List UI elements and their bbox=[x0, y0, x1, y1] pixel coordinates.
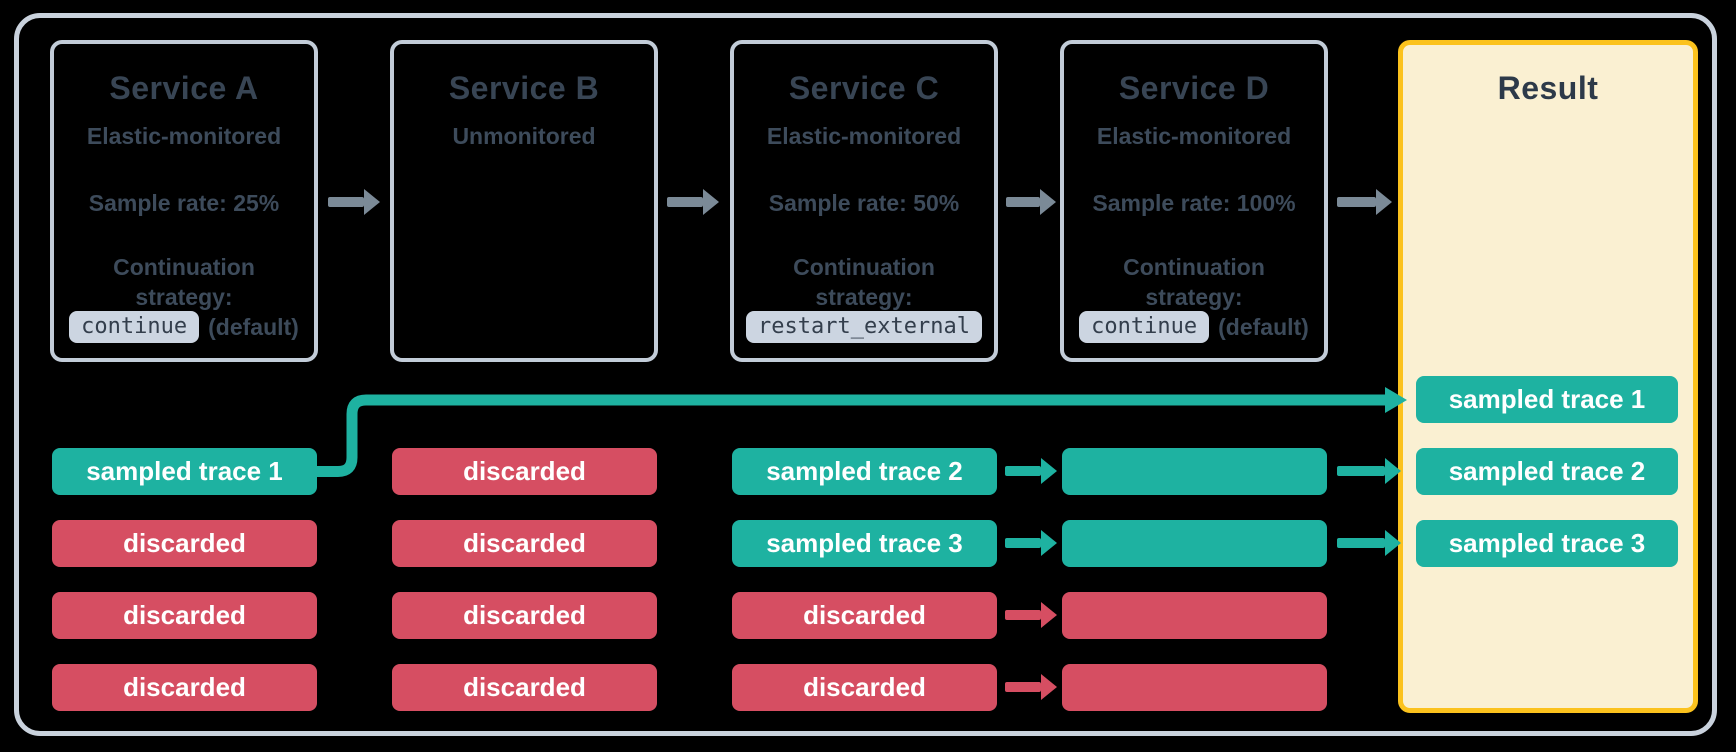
trace-pill-discarded: discarded bbox=[392, 520, 657, 567]
service-title: Service A bbox=[109, 70, 259, 106]
result-trace-pill: sampled trace 1 bbox=[1416, 376, 1678, 423]
service-title: Service C bbox=[788, 70, 940, 106]
trace-pill-discarded: discarded bbox=[52, 520, 317, 567]
trace-flow-arrow-icon bbox=[1337, 458, 1401, 484]
strategy-code-chip: continue bbox=[1079, 311, 1210, 343]
trace-pill-sampled: sampled trace 2 bbox=[732, 448, 997, 495]
sample-rate-label: Sample rate: 50% bbox=[768, 190, 960, 216]
strategy-value-row: continue (default) bbox=[54, 311, 314, 343]
strategy-code-chip: continue bbox=[69, 311, 200, 343]
result-box: Result sampled trace 1 sampled trace 2 s… bbox=[1398, 40, 1698, 713]
strategy-value-row: continue (default) bbox=[1064, 311, 1324, 343]
trace-flow-arrow-icon bbox=[1337, 530, 1401, 556]
trace-pill-discarded: discarded bbox=[392, 664, 657, 711]
trace-pill-sampled: sampled trace 1 bbox=[52, 448, 317, 495]
continuation-strategy-label: Continuation strategy: bbox=[113, 254, 255, 310]
result-trace-pill: sampled trace 2 bbox=[1416, 448, 1678, 495]
trace-pill-discarded bbox=[1062, 664, 1327, 711]
trace-pill-discarded: discarded bbox=[52, 592, 317, 639]
trace-pill-discarded: discarded bbox=[52, 664, 317, 711]
monitoring-type-label: Unmonitored bbox=[452, 123, 596, 149]
service-title: Service B bbox=[448, 70, 600, 106]
trace-pill-discarded: discarded bbox=[732, 664, 997, 711]
result-trace-pill: sampled trace 3 bbox=[1416, 520, 1678, 567]
strategy-value-row: restart_external bbox=[734, 311, 994, 343]
trace-pill-discarded: discarded bbox=[732, 592, 997, 639]
service-flow-arrow-icon bbox=[667, 189, 719, 215]
service-box-a: Service A Elastic-monitored Sample rate:… bbox=[50, 40, 318, 362]
trace-pill-discarded bbox=[1062, 592, 1327, 639]
default-annotation: (default) bbox=[208, 313, 299, 340]
trace-flow-arrow-icon bbox=[1005, 674, 1057, 700]
sample-rate-label: Sample rate: 100% bbox=[1092, 190, 1296, 216]
service-box-c: Service C Elastic-monitored Sample rate:… bbox=[730, 40, 998, 362]
trace-flow-arrow-icon bbox=[1005, 530, 1057, 556]
trace-pill-sampled bbox=[1062, 520, 1327, 567]
continuation-strategy-label: Continuation strategy: bbox=[1123, 254, 1265, 310]
default-annotation: (default) bbox=[1218, 313, 1309, 340]
service-title: Service D bbox=[1118, 70, 1270, 106]
monitoring-type-label: Elastic-monitored bbox=[766, 123, 962, 149]
diagram-frame bbox=[14, 13, 1717, 736]
strategy-code-chip: restart_external bbox=[746, 311, 982, 343]
service-flow-arrow-icon bbox=[1006, 189, 1056, 215]
trace-flow-arrow-icon bbox=[1005, 458, 1057, 484]
service-box-d: Service D Elastic-monitored Sample rate:… bbox=[1060, 40, 1328, 362]
trace-pill-sampled bbox=[1062, 448, 1327, 495]
trace-pill-discarded: discarded bbox=[392, 592, 657, 639]
result-title: Result bbox=[1497, 70, 1599, 106]
monitoring-type-label: Elastic-monitored bbox=[86, 123, 282, 149]
trace-pill-discarded: discarded bbox=[392, 448, 657, 495]
trace-pill-sampled: sampled trace 3 bbox=[732, 520, 997, 567]
continuation-strategy-label: Continuation strategy: bbox=[793, 254, 935, 310]
sample-rate-label: Sample rate: 25% bbox=[88, 190, 280, 216]
service-flow-arrow-icon bbox=[1337, 189, 1392, 215]
service-flow-arrow-icon bbox=[328, 189, 380, 215]
trace-flow-arrow-icon bbox=[1005, 602, 1057, 628]
monitoring-type-label: Elastic-monitored bbox=[1096, 123, 1292, 149]
service-box-b: Service B Unmonitored bbox=[390, 40, 658, 362]
